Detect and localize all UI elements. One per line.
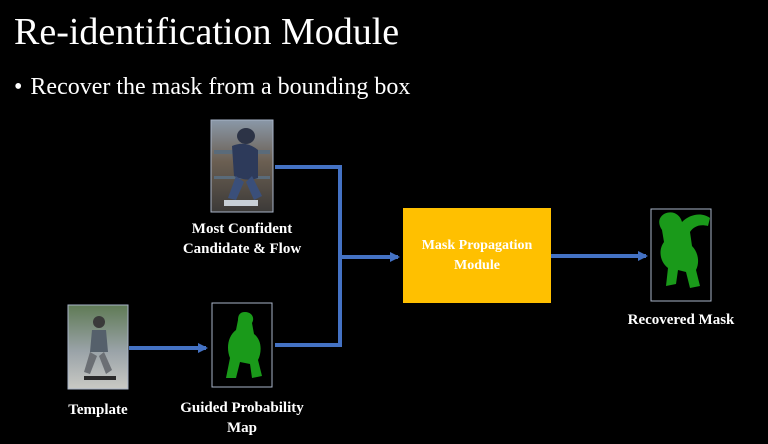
candidate-label-line2: Candidate & Flow	[182, 241, 302, 257]
slide-title: Re-identification Module	[14, 11, 400, 53]
mask-propagation-module: Mask Propagation Module	[403, 208, 551, 303]
template-label: Template	[48, 400, 148, 420]
connector-guided	[275, 257, 342, 347]
guided-probability-map	[211, 302, 273, 388]
bullet-point: • Recover the mask from a bounding box	[14, 72, 410, 102]
bullet-dot: •	[14, 74, 23, 100]
guided-label-line2: Map	[227, 420, 257, 436]
recovered-label: Recovered Mask	[606, 310, 756, 330]
connector-candidate	[275, 165, 342, 257]
template-image	[67, 304, 129, 390]
bullet-text: Recover the mask from a bounding box	[30, 74, 411, 100]
recovered-label-text: Recovered Mask	[627, 312, 735, 328]
module-label-line1: Mask Propagation	[421, 237, 533, 253]
guided-label-line1: Guided Probability	[180, 400, 304, 416]
guided-label: Guided Probability Map	[160, 398, 324, 438]
candidate-label-line1: Most Confident	[191, 221, 293, 237]
candidate-image	[210, 119, 274, 213]
module-label-line2: Module	[454, 257, 500, 273]
candidate-label: Most Confident Candidate & Flow	[162, 219, 322, 259]
recovered-mask-image	[650, 208, 712, 302]
template-label-text: Template	[68, 402, 128, 418]
